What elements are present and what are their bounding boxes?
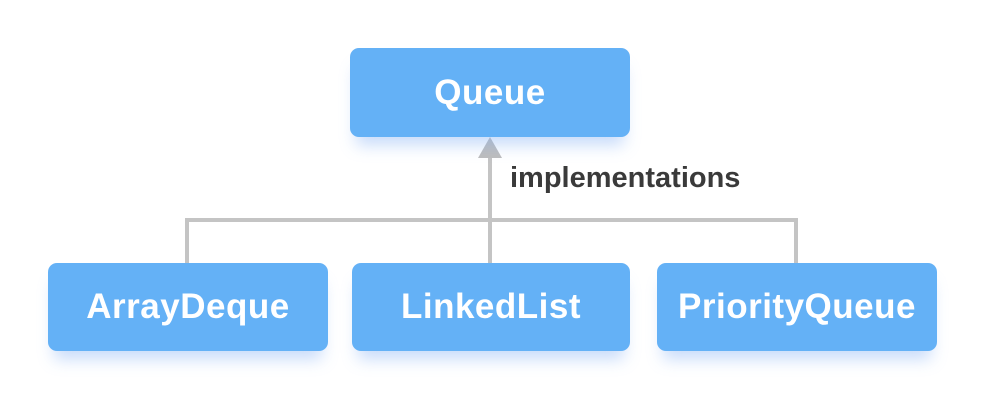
- node-arraydeque-label: ArrayDeque: [86, 287, 290, 326]
- connector-stub-arraydeque: [185, 218, 189, 263]
- node-queue-label: Queue: [434, 72, 546, 112]
- connector-stub-priorityqueue: [794, 218, 798, 263]
- node-arraydeque: ArrayDeque: [48, 263, 328, 351]
- node-queue: Queue: [350, 48, 630, 137]
- node-linkedlist: LinkedList: [352, 263, 630, 351]
- node-priorityqueue-label: PriorityQueue: [678, 287, 916, 326]
- node-priorityqueue: PriorityQueue: [657, 263, 937, 351]
- node-linkedlist-label: LinkedList: [400, 287, 582, 326]
- connector-stub-linkedlist: [488, 154, 492, 263]
- arrow-up-icon: [478, 137, 502, 158]
- edge-label-implementations: implementations: [510, 162, 741, 194]
